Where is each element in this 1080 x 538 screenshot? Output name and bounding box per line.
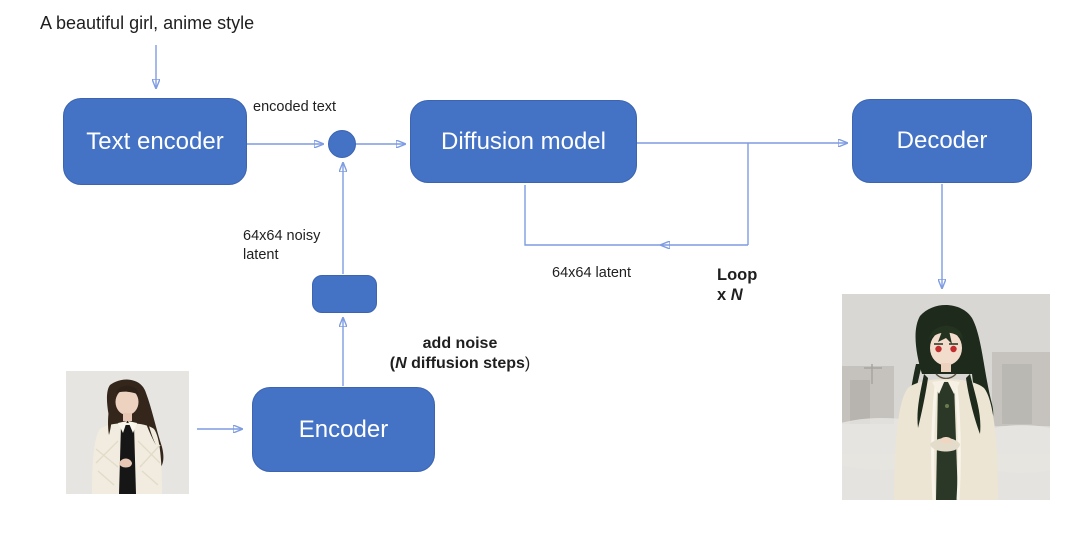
diffusion-model-label: Diffusion model xyxy=(441,127,606,155)
text-encoder-box: Text encoder xyxy=(63,98,247,185)
encoded-text-label: encoded text xyxy=(253,99,337,115)
encoder-box: Encoder xyxy=(252,387,435,472)
loop-return-to-diffusion-model xyxy=(524,185,661,246)
noisy-latent-box xyxy=(312,275,377,313)
input-photo xyxy=(66,371,189,494)
add-noise-n-italic: N xyxy=(395,354,407,372)
input-photo-illustration xyxy=(66,371,189,494)
output-photo-illustration xyxy=(842,294,1050,500)
latent-label: 64x64 latent xyxy=(552,265,632,281)
decoder-box: Decoder xyxy=(852,99,1032,183)
loop-n-italic: N xyxy=(730,286,743,304)
text-encoder-label: Text encoder xyxy=(86,127,224,155)
output-photo xyxy=(842,294,1050,500)
diffusion-model-box: Diffusion model xyxy=(410,100,637,183)
encoder-label: Encoder xyxy=(298,415,389,443)
decoder-label: Decoder xyxy=(896,127,988,154)
add-noise-label: add noise(N diffusion steps) xyxy=(389,335,531,372)
conditioning-junction-circle xyxy=(328,130,356,158)
prompt-text: A beautiful girl, anime style xyxy=(40,13,255,33)
